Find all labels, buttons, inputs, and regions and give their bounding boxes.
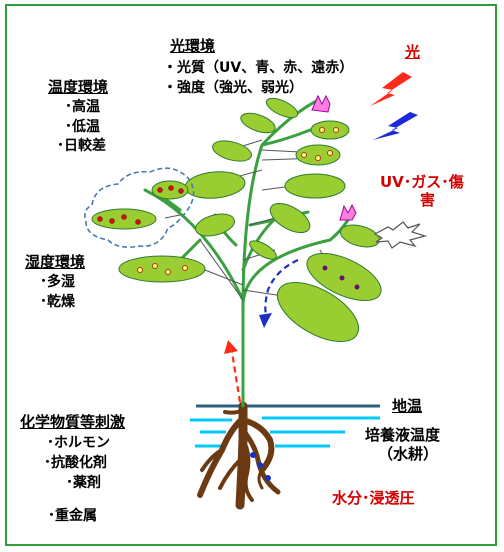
light-source-label: 光	[405, 43, 421, 61]
blue-lightning-icon	[373, 112, 418, 140]
leaf	[284, 173, 346, 199]
stress-label-line2: 害	[420, 191, 436, 209]
stress-label-line1: UV･ガス･傷	[380, 173, 464, 191]
flower-icon	[311, 94, 357, 221]
chemical-item-antioxidant: ･抗酸化剤	[44, 455, 107, 471]
arrow-head-red	[224, 340, 238, 354]
humidity-heading: 湿度環境	[25, 253, 86, 271]
sugar-flow-arrow	[264, 258, 299, 316]
chemical-heading: 化学物質等刺激	[20, 413, 126, 431]
water-flow-arrow	[230, 351, 242, 403]
hydroponic-label: （水耕）	[378, 445, 439, 463]
leaf	[269, 202, 311, 234]
roots	[197, 401, 281, 510]
temperature-heading: 温度環境	[48, 78, 109, 96]
temperature-item-high: ･高温	[65, 99, 100, 115]
leaf	[310, 120, 350, 140]
water-lines	[190, 416, 380, 448]
humidity-cloud-outline	[84, 167, 195, 248]
ground-temp-label: 地温	[392, 397, 423, 415]
leaf	[195, 213, 235, 237]
light-item-quality: ・光質（UV、青、赤、遠赤）	[163, 60, 354, 76]
red-lightning-icon	[370, 72, 412, 106]
leaf	[212, 140, 252, 162]
leaf-spots-yellow	[137, 127, 339, 275]
diagram-border	[5, 4, 497, 546]
root-nodules	[250, 452, 271, 481]
light-heading: 光環境	[170, 37, 216, 55]
chemical-item-hormone: ･ホルモン	[47, 435, 110, 451]
leaf-spots-red	[97, 185, 184, 225]
chemical-item-heavy-metal: ･重金属	[48, 508, 97, 524]
burst-icon	[373, 221, 428, 249]
humidity-item-dry: ･乾燥	[40, 294, 75, 310]
temperature-item-low: ･低温	[65, 119, 100, 135]
leaf	[249, 240, 277, 260]
solution-temp-label: 培養液温度	[365, 426, 441, 444]
chemical-item-drug: ･薬剤	[66, 475, 101, 491]
leaf	[118, 255, 206, 283]
temperature-item-diurnal: ･日較差	[57, 138, 106, 154]
leaf-spots-purple	[322, 265, 360, 290]
leaf	[277, 282, 359, 342]
humidity-item-wet: ･多湿	[40, 274, 75, 290]
light-item-intensity: ・強度（強光、弱光）	[163, 80, 303, 96]
leaf	[265, 97, 299, 119]
arrow-head-blue	[259, 313, 272, 328]
leaf	[240, 112, 276, 134]
water-osmotic-label: 水分･浸透圧	[332, 489, 415, 507]
